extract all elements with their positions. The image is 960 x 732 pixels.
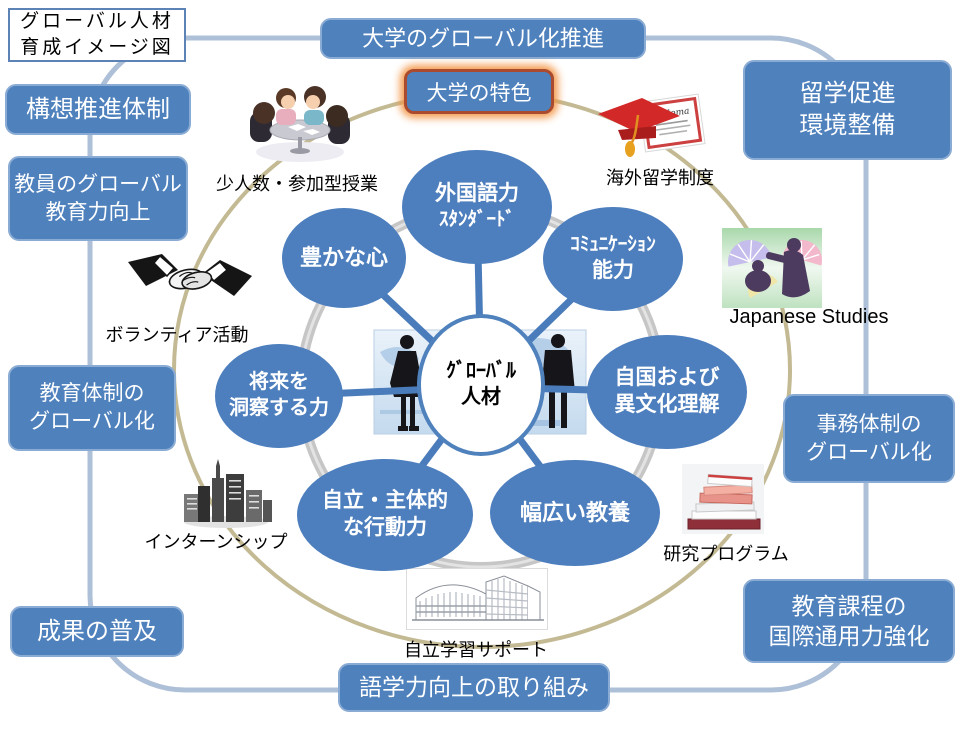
box-label: 環境整備 [799, 112, 896, 139]
box-label: 語学力向上の取り組み [359, 674, 589, 701]
competency-label: 洞察する力 [229, 397, 329, 419]
center-label: 人材 [461, 386, 501, 408]
label-research-program: 研究プログラム [663, 540, 788, 566]
box-label: 事務体制の [816, 412, 922, 436]
box-study-abroad-env: 留学促進 環境整備 [743, 60, 952, 160]
box-label: 教育力向上 [45, 200, 151, 224]
competency-foreign-language: 外国語力 ｽﾀﾝﾀﾞｰﾄﾞ [402, 150, 552, 264]
program-label: ボランティア活動 [105, 325, 249, 345]
university-feature-badge: 大学の特色 [404, 69, 554, 114]
title-line: 育成イメージ図 [20, 37, 174, 58]
feature-label: 大学の特色 [426, 81, 532, 105]
group-class-icon [248, 82, 353, 164]
competency-label: 自立・主体的 [322, 489, 448, 513]
label-internship: インターンシップ [144, 528, 287, 554]
label-small-class: 少人数・参加型授業 [216, 170, 378, 196]
library-building-icon [406, 568, 548, 630]
box-label: 国際通用力強化 [768, 623, 930, 649]
program-label: Japanese Studies [729, 306, 889, 328]
label-volunteer: ボランティア活動 [106, 321, 249, 347]
box-label: 構想推進体制 [26, 95, 170, 123]
box-label: 教育体制の [39, 382, 145, 406]
box-label: 留学促進 [799, 80, 896, 108]
competency-label: な行動力 [343, 516, 427, 539]
competency-intercultural: 自国および 異文化理解 [587, 335, 747, 449]
program-label: 自立学習サポート [404, 640, 548, 660]
box-edu-system-global: 教育体制の グローバル化 [8, 365, 176, 451]
box-label: グローバル化 [806, 440, 932, 464]
program-label: 少人数・参加型授業 [216, 174, 378, 194]
diploma-cap-icon: Diploma [590, 86, 710, 164]
handshake-icon [128, 248, 252, 314]
label-overseas-study: 海外留学制度 [606, 164, 714, 190]
label-japanese-studies: Japanese Studies [729, 306, 888, 329]
program-label: 研究プログラム [663, 544, 789, 564]
competency-label: 能力 [592, 258, 634, 282]
competency-label: 幅広い教養 [519, 499, 630, 525]
competency-label: 外国語力 [435, 182, 519, 206]
center-label: ｸﾞﾛｰﾊﾞﾙ [446, 360, 516, 383]
competency-label: 異文化理解 [614, 393, 720, 416]
competency-label: ｽﾀﾝﾀﾞｰﾄﾞ [438, 209, 515, 231]
box-admin-global: 事務体制の グローバル化 [783, 394, 955, 483]
box-label: 教育課程の [791, 592, 907, 619]
program-label: インターンシップ [144, 532, 288, 552]
box-univ-globalization: 大学のグローバル化推進 [320, 18, 646, 59]
label-self-learning: 自立学習サポート [404, 636, 548, 662]
competency-future-insight: 将来を 洞察する力 [215, 344, 343, 448]
box-curriculum-intl: 教育課程の 国際通用力強化 [743, 579, 955, 663]
box-label: 成果の普及 [37, 617, 157, 645]
competency-communication: ｺﾐｭﾆｹｰｼｮﾝ 能力 [543, 207, 683, 311]
center-global-jinzai: ｸﾞﾛｰﾊﾞﾙ 人材 [417, 314, 545, 456]
book-stack-icon [682, 464, 764, 534]
box-language-improve: 語学力向上の取り組み [338, 663, 610, 712]
box-label: グローバル化 [29, 410, 155, 433]
competency-liberal-arts: 幅広い教養 [490, 460, 660, 566]
competency-independence: 自立・主体的 な行動力 [297, 459, 473, 571]
competency-label: 将来を [249, 371, 309, 394]
japanese-dance-icon [722, 228, 822, 308]
box-label: 教員のグローバル [14, 172, 182, 196]
competency-label: ｺﾐｭﾆｹｰｼｮﾝ [570, 234, 656, 256]
city-buildings-icon [178, 450, 274, 530]
program-label: 海外留学制度 [606, 168, 714, 188]
competency-label: 自国および [614, 366, 720, 390]
competency-rich-mind: 豊かな心 [282, 208, 406, 308]
box-label: 大学のグローバル化推進 [362, 25, 604, 51]
title-line: グローバル人材 [20, 11, 174, 33]
diagram-title: グローバル人材 育成イメージ図 [8, 8, 186, 62]
box-promotion-system: 構想推進体制 [5, 84, 191, 135]
box-outcome-spread: 成果の普及 [10, 606, 184, 657]
box-faculty-global: 教員のグローバル 教育力向上 [8, 156, 188, 241]
competency-label: 豊かな心 [299, 244, 388, 270]
